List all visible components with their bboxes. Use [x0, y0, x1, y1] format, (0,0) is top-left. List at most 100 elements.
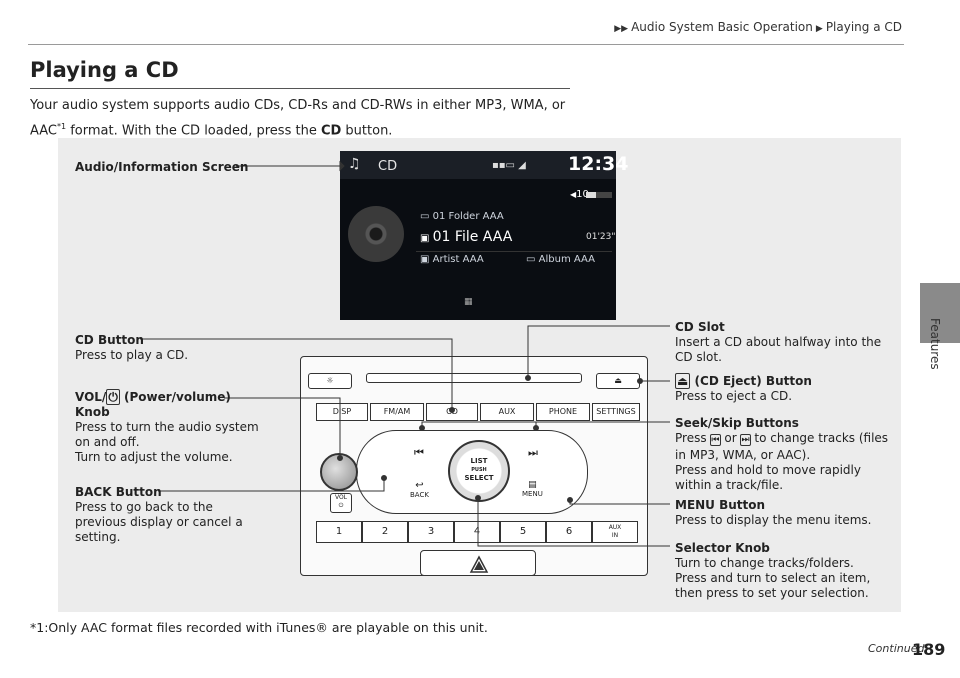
elapsed-time: 01'23" [586, 232, 616, 242]
source-button-disp[interactable]: DISP [316, 403, 368, 421]
eject-title-text: (CD Eject) Button [694, 374, 812, 388]
source-button-cd[interactable]: CD [426, 403, 478, 421]
artist-icon: ▣ [420, 254, 433, 265]
source-button-phone[interactable]: PHONE [536, 403, 590, 421]
breadcrumb-current: Playing a CD [825, 20, 902, 34]
seek-callout: Seek/Skip Buttons Press ⏮ or ⏭ to change… [675, 416, 890, 493]
selector-knob-label: LIST PUSH SELECT [448, 457, 510, 482]
back-button[interactable]: ↩BACK [410, 480, 429, 499]
folder-icon: ▭ [420, 211, 433, 222]
chapter-label: Features [928, 318, 942, 370]
volume-value: 10 [576, 189, 589, 200]
eject-icon: ⏏ [614, 376, 622, 385]
source-button-settings[interactable]: SETTINGS [592, 403, 640, 421]
file-line: ▣ 01 File AAA [420, 229, 610, 247]
seek-desc1c: to change tracks (files in MP3, WMA, or … [675, 431, 889, 462]
preset-button-7[interactable]: AUX IN [592, 521, 638, 543]
footnote-ref[interactable]: *1 [57, 122, 67, 131]
cd-button-desc: Press to play a CD. [75, 348, 189, 362]
eject-button[interactable]: ⏏ [596, 373, 640, 389]
audio-screen-label: Audio/Information Screen [75, 160, 249, 174]
seek-back-button[interactable]: ⏮ [414, 446, 424, 460]
back-arrow-icon: ↩ [415, 480, 424, 491]
intro-text: Your audio system supports audio CDs, CD… [30, 95, 590, 141]
intro-line2b: format. With the CD loaded, press the [66, 123, 321, 139]
seek-desc2: Press and hold to move rapidly within a … [675, 463, 861, 492]
breadcrumb: ▶▶Audio System Basic Operation▶Playing a… [460, 20, 902, 34]
menu-button[interactable]: ▤MENU [522, 480, 543, 498]
selector-callout: Selector Knob Turn to change tracks/fold… [675, 541, 890, 601]
file-icon: ▣ [420, 233, 433, 244]
breadcrumb-section[interactable]: Audio System Basic Operation [631, 20, 813, 34]
vol-knob-desc1: Press to turn the audio system on and of… [75, 420, 259, 449]
eject-title: ⏏ (CD Eject) Button [675, 373, 890, 389]
preset-button-3[interactable]: 3 [408, 521, 454, 543]
vol-knob-callout: VOL/⏻ (Power/volume)Knob Press to turn t… [75, 389, 260, 465]
continued-label[interactable]: Continued [868, 642, 925, 655]
volume-bar [586, 192, 612, 198]
seek-desc1b: or [724, 431, 737, 445]
source-button-aux[interactable]: AUX [480, 403, 534, 421]
power-icon: ⏻ [338, 502, 344, 509]
screen-status-bar: ♫ CD ▪▪▭ ◢ 12:34 [340, 151, 628, 179]
cd-button-callout: CD Button Press to play a CD. [75, 333, 255, 363]
screen-divider [416, 251, 612, 252]
seek-forward-button[interactable]: ⏭ [528, 446, 538, 460]
power-icon: ⏻ [106, 389, 120, 405]
eject-desc: Press to eject a CD. [675, 389, 793, 403]
file-name: 01 File AAA [432, 229, 513, 245]
vol-title-c: Knob [75, 405, 110, 419]
hazard-button[interactable] [420, 550, 536, 576]
menu-callout: MENU Button Press to display the menu it… [675, 498, 890, 528]
album-line: ▭ Album AAA [526, 254, 595, 265]
album-name: Album AAA [538, 254, 595, 265]
page-number: 189 [912, 640, 946, 659]
preset-button-5[interactable]: 5 [500, 521, 546, 543]
cd-slot-callout: CD Slot Insert a CD about halfway into t… [675, 320, 890, 365]
triangle-icon: ▶ [815, 24, 823, 34]
intro-line1: Your audio system supports audio CDs, CD… [30, 98, 566, 113]
vol-label: VOL [334, 494, 348, 501]
status-icons: ▪▪▭ ◢ [492, 160, 526, 171]
brightness-button[interactable]: ☼ [308, 373, 352, 389]
volume-bar-fill [586, 192, 597, 198]
selector-desc1: Turn to change tracks/folders. [675, 556, 854, 570]
footnote: *1:Only AAC format files recorded with i… [30, 620, 488, 635]
preset-button-1[interactable]: 1 [316, 521, 362, 543]
menu-desc: Press to display the menu items. [675, 513, 872, 527]
screen-volume: ◀10 [570, 189, 589, 200]
screen-source: CD [378, 159, 398, 174]
menu-title: MENU Button [675, 498, 766, 512]
selector-desc2: Press and turn to select an item, then p… [675, 571, 871, 600]
intro-cd-word: CD [320, 123, 342, 139]
vol-label-plate: VOL⏻ [330, 493, 352, 513]
disc-icon [348, 206, 404, 262]
audio-screen: ♫ CD ▪▪▭ ◢ 12:34 ◀10 ▭ 01 Folder AAA ▣ 0… [340, 151, 628, 320]
vol-title-a: VOL/ [75, 390, 107, 404]
selector-title: Selector Knob [675, 541, 770, 555]
speaker-icon: ◀ [570, 190, 577, 199]
preset-button-4[interactable]: 4 [454, 521, 500, 543]
preset-button-6[interactable]: 6 [546, 521, 592, 543]
knob-push: PUSH [471, 467, 487, 473]
cd-slot-desc: Insert a CD about halfway into the CD sl… [675, 335, 882, 364]
page-title: Playing a CD [30, 58, 179, 82]
back-desc: Press to go back to the previous display… [75, 500, 243, 544]
skip-forward-icon: ⏭ [740, 434, 751, 446]
screen-clock: 12:34 [568, 153, 629, 175]
seek-title: Seek/Skip Buttons [675, 416, 799, 430]
triangle-icon: ▶▶ [614, 24, 629, 34]
source-button-fm-am[interactable]: FM/AM [370, 403, 424, 421]
artist-line: ▣ Artist AAA [420, 254, 484, 265]
eject-icon: ⏏ [675, 373, 691, 389]
screen-footer-icon: ▦ [464, 297, 473, 307]
cd-button-title: CD Button [75, 333, 144, 347]
hazard-icon [469, 555, 489, 573]
cd-slot-title: CD Slot [675, 320, 725, 334]
preset-button-2[interactable]: 2 [362, 521, 408, 543]
intro-line2a: AAC [30, 123, 57, 139]
menu-label: MENU [522, 490, 543, 498]
chapter-tab [920, 283, 960, 343]
cd-slot[interactable] [366, 373, 582, 383]
volume-knob[interactable] [320, 453, 358, 491]
